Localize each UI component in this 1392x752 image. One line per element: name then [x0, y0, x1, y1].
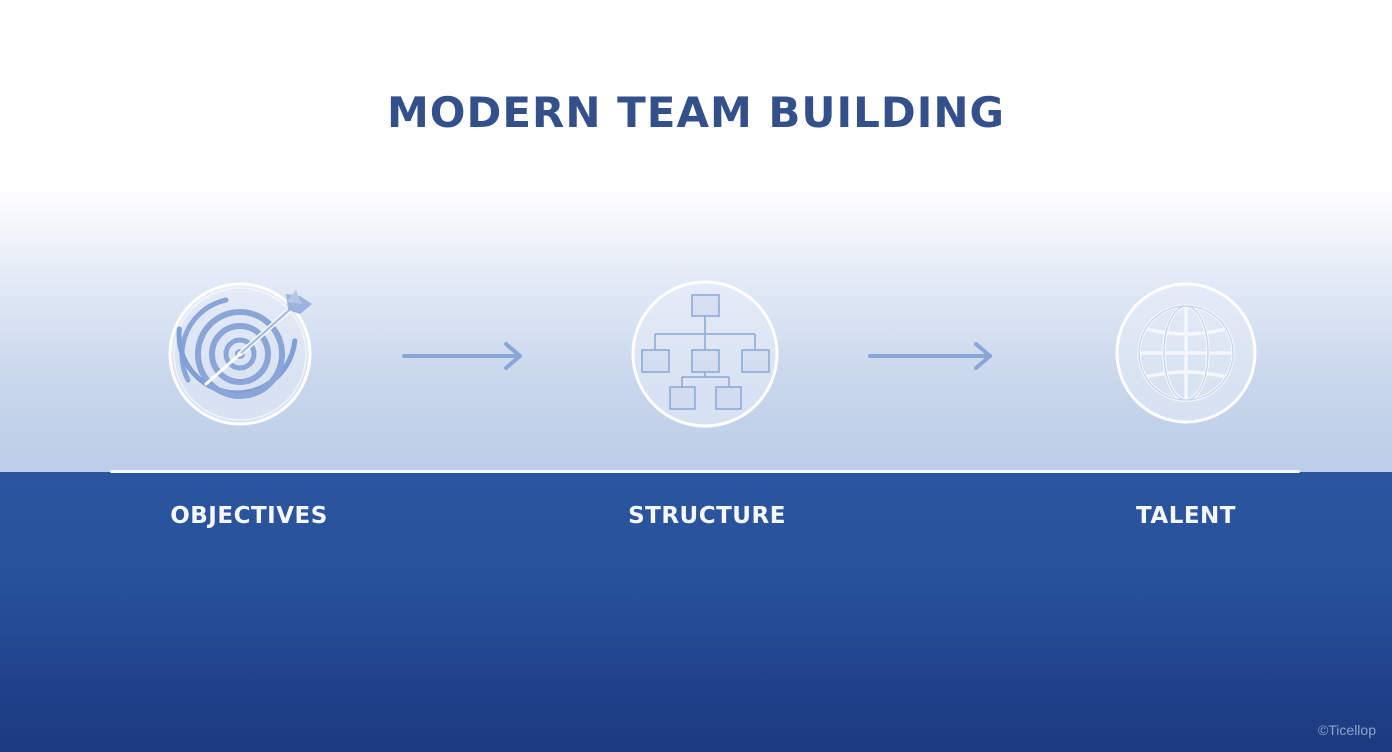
step-label-talent: TALENT: [1135, 503, 1236, 529]
step-label-objectives: OBJECTIVES: [170, 503, 328, 529]
divider-line: [110, 470, 1300, 473]
bottom-band: [0, 472, 1392, 752]
step-label-structure: STRUCTURE: [628, 503, 786, 529]
globe-icon: [1115, 282, 1257, 424]
arrow-right-icon: [402, 342, 522, 370]
target-icon: [168, 282, 312, 426]
arrow-right-icon: [868, 342, 992, 370]
watermark: ©Ticellop: [1317, 722, 1376, 738]
diagram-title: MODERN TEAM BUILDING: [386, 88, 1006, 137]
org-chart-icon: [631, 280, 779, 428]
